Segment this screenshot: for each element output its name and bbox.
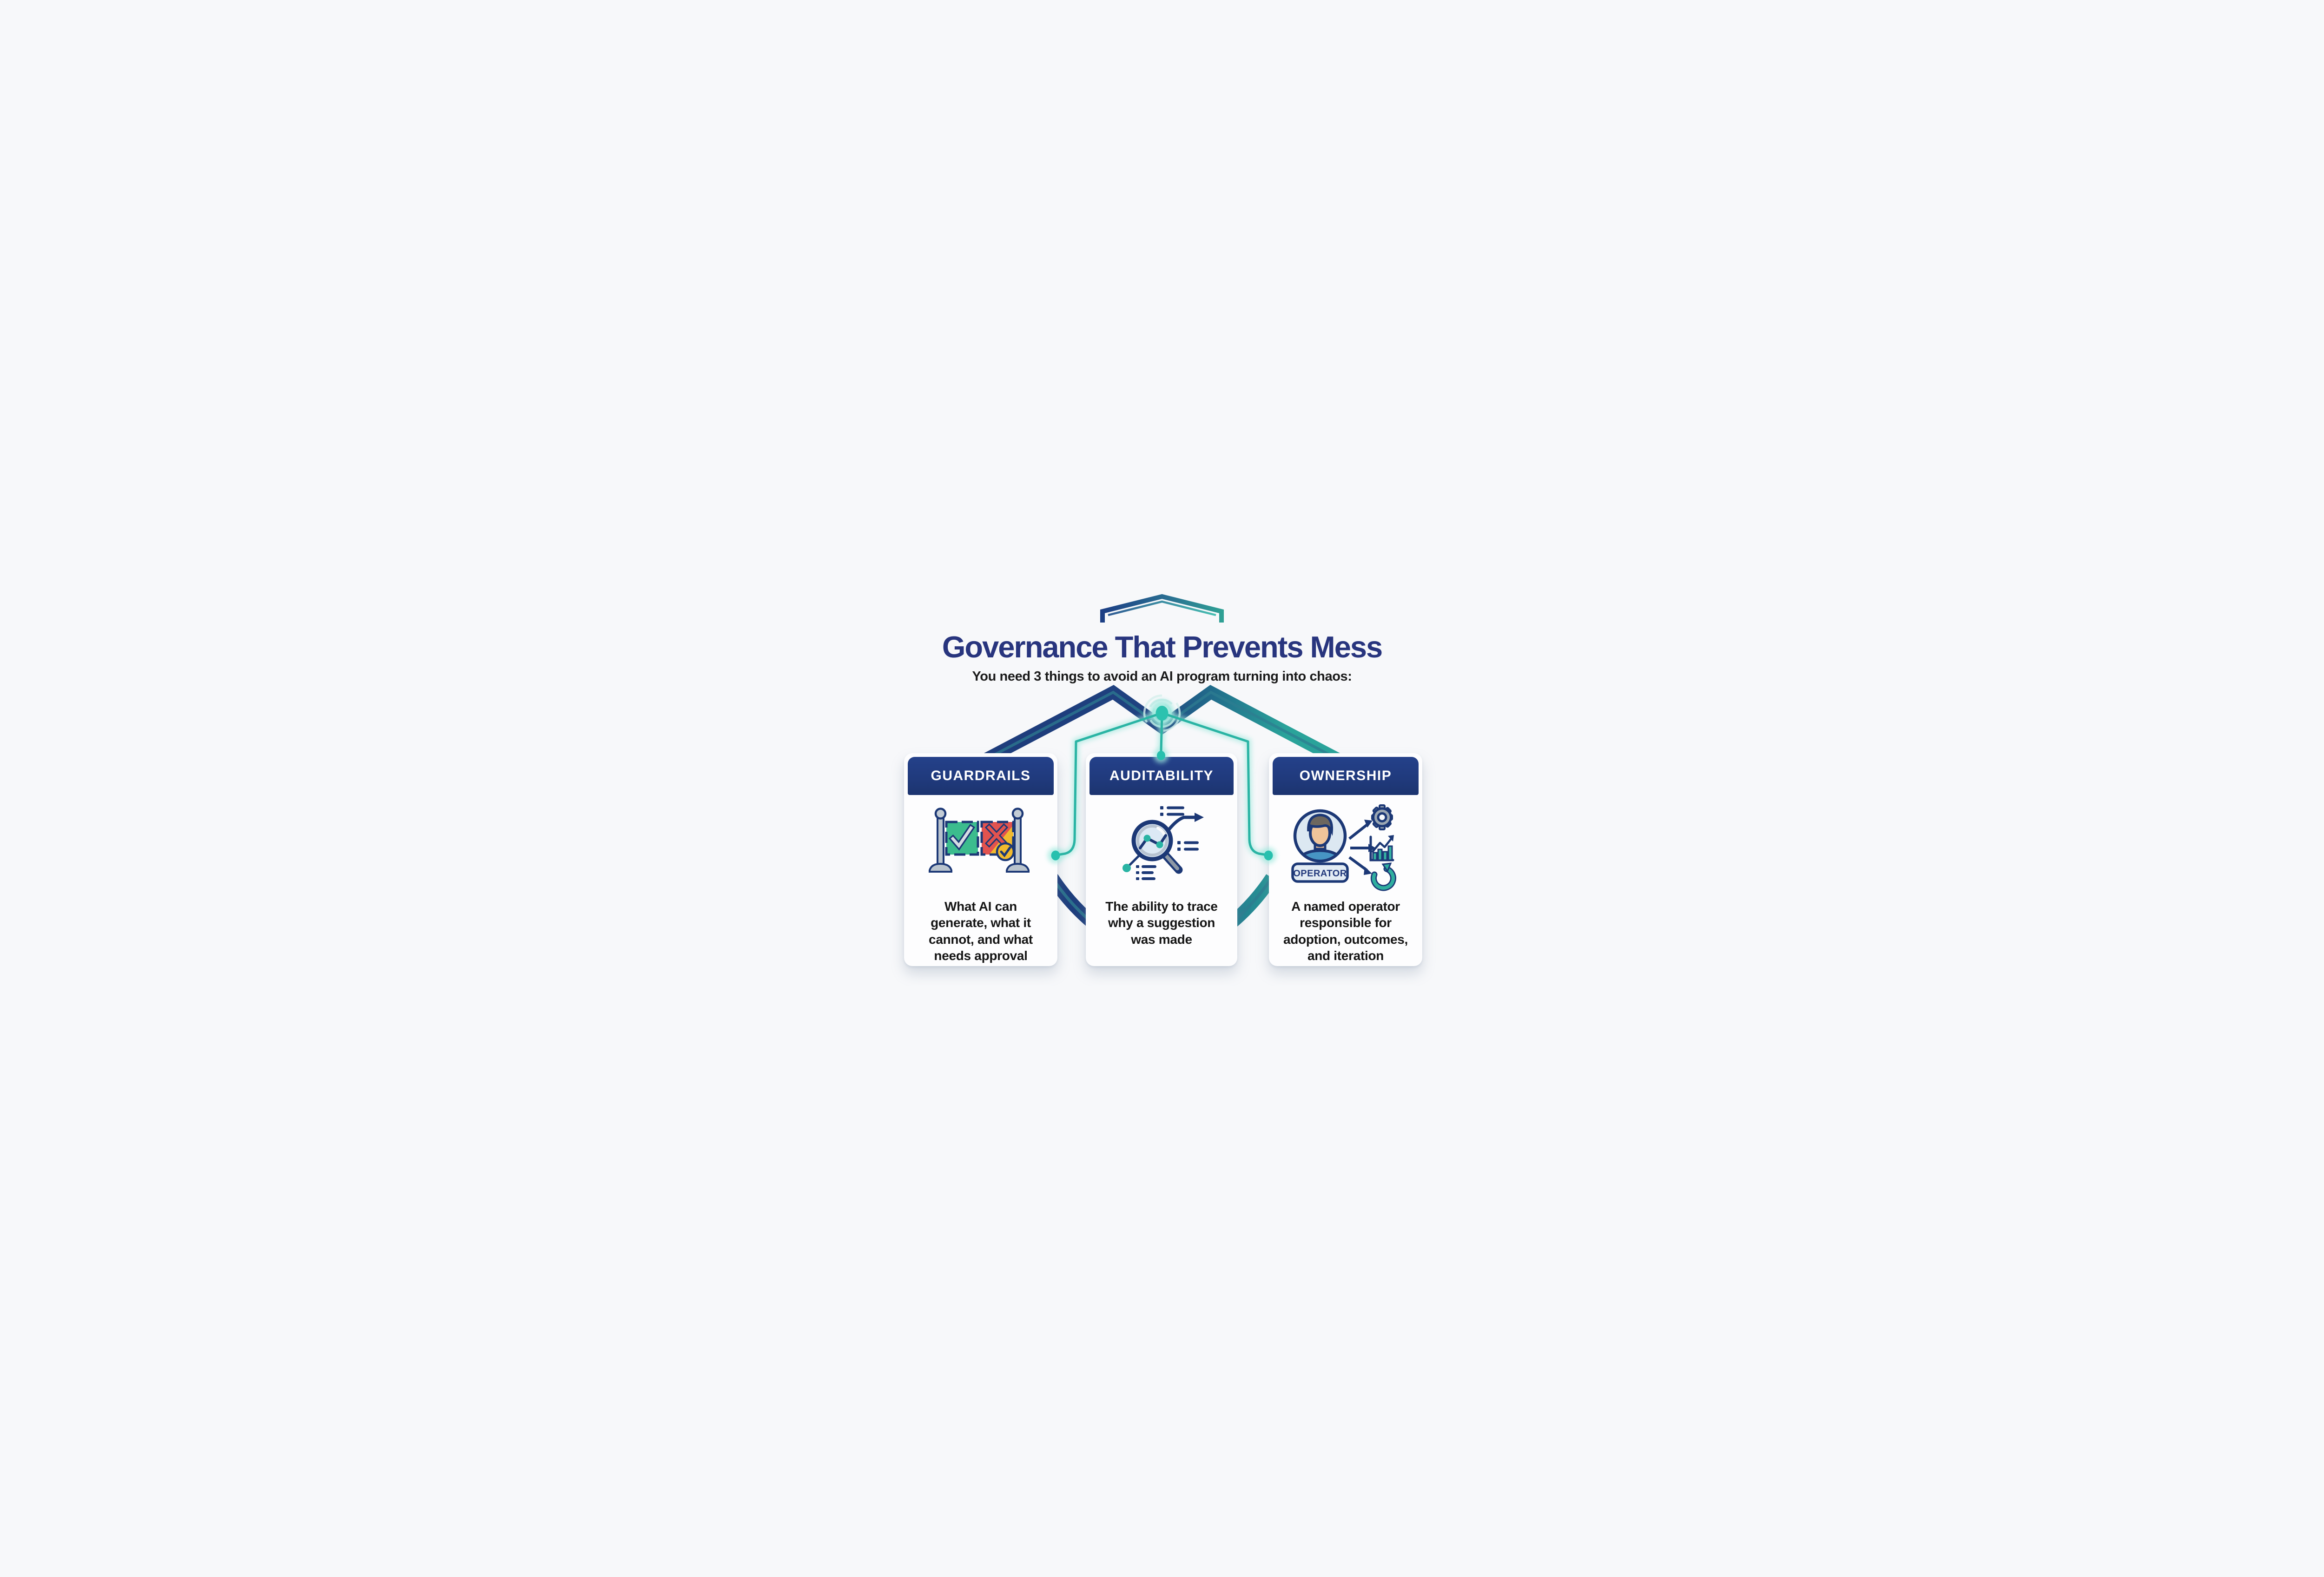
hub-node-icon — [1155, 706, 1169, 721]
magnifier-trace-icon — [1122, 806, 1204, 880]
shield-top-outline — [977, 685, 1347, 768]
page-title: Governance That Prevents Mess — [942, 630, 1383, 664]
gear-icon — [1371, 804, 1393, 830]
barrier-posts — [929, 808, 1030, 873]
x-icon — [984, 823, 1009, 848]
data-point — [1156, 841, 1163, 848]
allowed-panel — [945, 821, 979, 856]
hub-ripple-rings — [1143, 694, 1181, 732]
card-ownership: OWNERSHIP OPERATOR — [1269, 753, 1422, 966]
card-title: OWNERSHIP — [1299, 768, 1392, 783]
card-header: OWNERSHIP — [1273, 757, 1419, 795]
connector-middle — [1160, 712, 1163, 753]
check-icon — [951, 826, 973, 848]
card-auditability: AUDITABILITY — [1086, 753, 1237, 966]
trace-node-icon — [1122, 855, 1140, 872]
card-title: GUARDRAILS — [931, 768, 1031, 783]
blocked-panel — [980, 821, 1015, 861]
card-title: AUDITABILITY — [1109, 768, 1214, 783]
page-subtitle: You need 3 things to avoid an AI program… — [972, 669, 1352, 684]
growth-chart-icon — [1369, 835, 1394, 861]
barrier-check-x-icon — [929, 808, 1030, 873]
card-body: What AI can generate, what it cannot, an… — [929, 899, 1033, 963]
card-body: A named operator responsible for adoptio… — [1283, 899, 1408, 963]
magnifier-icon — [1131, 820, 1183, 874]
approval-badge-icon — [996, 842, 1015, 861]
operator-badge: OPERATOR — [1291, 862, 1349, 883]
data-point — [1143, 835, 1151, 842]
page-canvas: Governance That Prevents Mess You need 3… — [868, 591, 1456, 986]
operator-badge-label: OPERATOR — [1293, 868, 1347, 879]
card-header: GUARDRAILS — [908, 757, 1054, 795]
card-guardrails: GUARDRAILS — [904, 753, 1057, 966]
card-header: AUDITABILITY — [1089, 757, 1234, 795]
operator-duties-icon: OPERATOR — [1291, 804, 1396, 891]
shield-peak-icon — [1100, 594, 1224, 623]
card-body: The ability to trace why a suggestion wa… — [1105, 899, 1218, 947]
operator-avatar-icon — [1293, 809, 1347, 863]
refresh-icon — [1370, 862, 1396, 891]
